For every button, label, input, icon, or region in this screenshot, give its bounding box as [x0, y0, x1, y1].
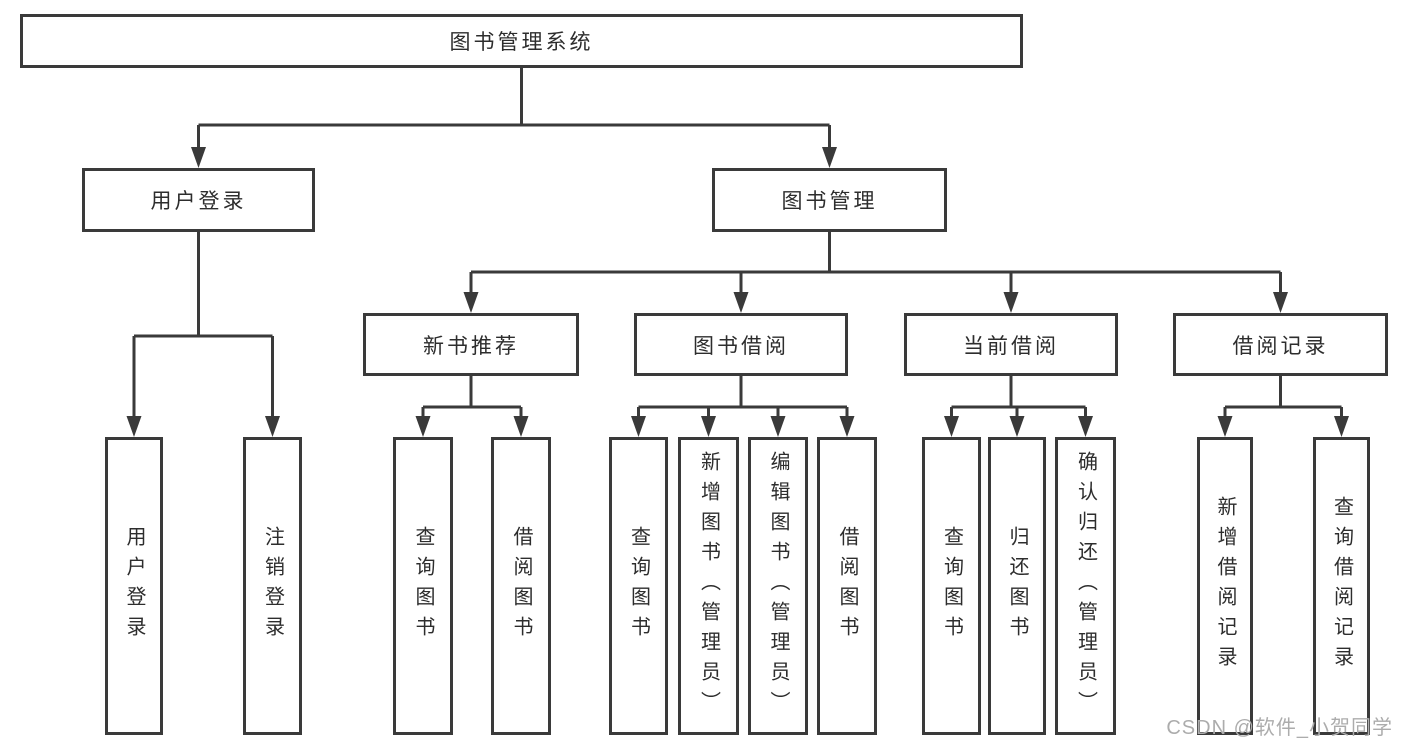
leaf-label: 确认归还（管理员） [1074, 451, 1097, 721]
node-root-library-system: 图书管理系统 [20, 14, 1023, 68]
leaf-add-borrow-record: 新增借阅记录 [1197, 437, 1253, 735]
connector-user-login-to-children [126, 232, 280, 437]
leaf-label: 用户登录 [123, 526, 145, 646]
leaf-query-books-current: 查询图书 [922, 437, 981, 735]
leaf-query-books-recommend: 查询图书 [393, 437, 453, 735]
arrowhead-down [701, 416, 716, 437]
node-book-borrow: 图书借阅 [634, 313, 848, 376]
arrowhead-down [513, 416, 529, 437]
arrowhead-down [191, 147, 206, 168]
leaf-borrow-books: 借阅图书 [817, 437, 877, 735]
arrowhead-down [265, 416, 280, 437]
node-borrow-records: 借阅记录 [1173, 313, 1388, 376]
connector-new-book-recommend-to-children [415, 376, 529, 437]
csdn-watermark: CSDN @软件_小贺同学 [1166, 717, 1393, 739]
leaf-confirm-return-admin: 确认归还（管理员） [1055, 437, 1116, 735]
arrowhead-down [770, 416, 786, 437]
connector-line [469, 232, 1282, 295]
arrowhead-down [839, 416, 855, 437]
connector-line [1223, 376, 1343, 420]
arrowhead-down [1334, 416, 1349, 437]
arrowhead-down [631, 416, 646, 437]
node-new-book-recommend: 新书推荐 [363, 313, 579, 376]
arrowhead-down [822, 147, 837, 168]
leaf-label: 查询图书 [940, 526, 963, 646]
leaf-logout: 注销登录 [243, 437, 302, 735]
connector-line [132, 232, 274, 419]
node-book-management: 图书管理 [712, 168, 947, 232]
leaf-return-books: 归还图书 [988, 437, 1046, 735]
connector-book-borrow-to-children [631, 376, 855, 437]
leaf-query-borrow-record: 查询借阅记录 [1313, 437, 1370, 735]
arrowhead-down [1217, 416, 1233, 437]
leaf-borrow-books-recommend: 借阅图书 [491, 437, 551, 735]
node-current-borrow: 当前借阅 [904, 313, 1118, 376]
leaf-label: 注销登录 [261, 526, 284, 646]
leaf-label: 归还图书 [1006, 526, 1028, 646]
leaf-add-books-admin: 新增图书（管理员） [678, 437, 739, 735]
arrowhead-down [1009, 416, 1025, 437]
arrowhead-down [1078, 416, 1093, 437]
arrowhead-down [944, 416, 959, 437]
arrowhead-down [415, 416, 431, 437]
arrowhead-down [126, 416, 142, 437]
leaf-query-books-borrow: 查询图书 [609, 437, 668, 735]
arrowhead-down [463, 292, 479, 313]
leaf-label: 借阅图书 [510, 526, 532, 646]
connector-current-borrow-to-children [944, 376, 1093, 437]
connector-line [950, 376, 1087, 420]
connector-line [197, 68, 831, 150]
leaf-label: 查询借阅记录 [1330, 496, 1353, 676]
connector-borrow-records-to-children [1217, 376, 1349, 437]
connector-line [637, 376, 849, 420]
leaf-label: 新增借阅记录 [1214, 496, 1236, 676]
arrowhead-down [733, 292, 749, 313]
arrowhead-down [1273, 292, 1288, 313]
node-user-login: 用户登录 [82, 168, 315, 232]
connector-book-management-to-level3 [463, 232, 1288, 313]
arrowhead-down [1003, 292, 1019, 313]
leaf-label: 新增图书（管理员） [697, 451, 720, 721]
leaf-label: 借阅图书 [836, 526, 858, 646]
connector-root-to-level2 [191, 68, 837, 168]
connector-line [421, 376, 523, 420]
leaf-user-login: 用户登录 [105, 437, 163, 735]
leaf-label: 查询图书 [412, 526, 434, 646]
leaf-label: 查询图书 [627, 526, 650, 646]
leaf-edit-books-admin: 编辑图书（管理员） [748, 437, 808, 735]
leaf-label: 编辑图书（管理员） [767, 451, 789, 721]
